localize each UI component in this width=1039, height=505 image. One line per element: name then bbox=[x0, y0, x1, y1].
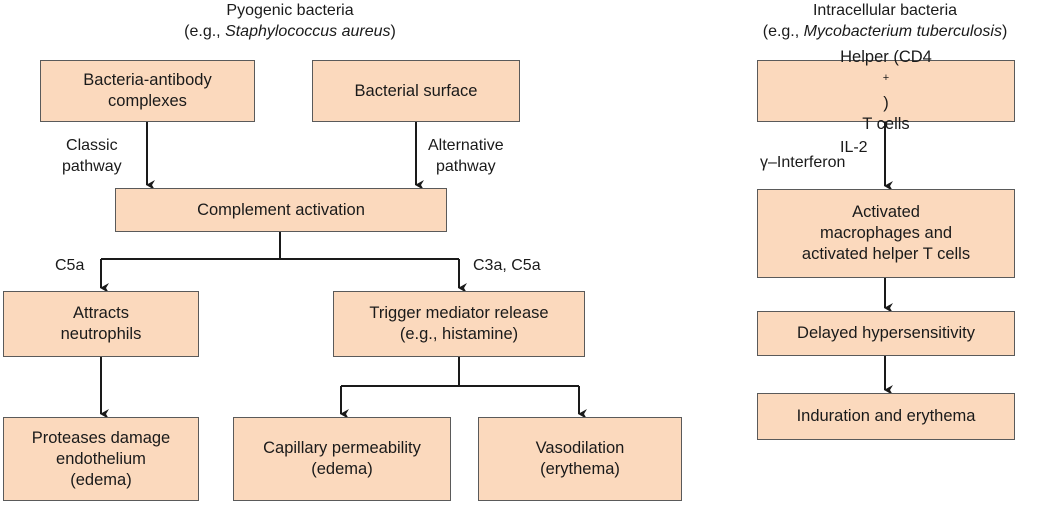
label-gamma-interferon: γ–Interferon bbox=[760, 154, 846, 171]
box-complement-activation: Complement activation bbox=[115, 188, 447, 232]
box-vasodilation: Vasodilation(erythema) bbox=[478, 417, 682, 501]
label-il2: IL-2 bbox=[840, 139, 868, 156]
box-delayed-hypersensitivity: Delayed hypersensitivity bbox=[757, 311, 1015, 356]
label-alternative-pathway: Alternative pathway bbox=[428, 137, 504, 175]
box-capillary-permeability: Capillary permeability(edema) bbox=[233, 417, 451, 501]
box-trigger-mediator: Trigger mediator release(e.g., histamine… bbox=[333, 291, 585, 357]
label-c3a-c5a: C3a, C5a bbox=[473, 257, 541, 274]
box-induration-erythema: Induration and erythema bbox=[757, 393, 1015, 440]
label-c5a: C5a bbox=[55, 257, 85, 274]
right-header-line1: Intracellular bacteria bbox=[812, 2, 958, 19]
right-header-line2: (e.g., Mycobacterium tuberculosis) bbox=[762, 23, 1008, 40]
left-header-line2: (e.g., Staphylococcus aureus) bbox=[184, 23, 396, 40]
left-header: Pyogenic bacteria (e.g., Staphylococcus … bbox=[140, 0, 440, 42]
right-header: Intracellular bacteria (e.g., Mycobacter… bbox=[735, 0, 1035, 42]
label-classic-pathway: Classic pathway bbox=[62, 137, 122, 175]
left-header-line1: Pyogenic bacteria bbox=[226, 2, 354, 19]
box-helper-t-cells: Helper (CD4+) T cells bbox=[757, 48, 1015, 133]
box-bacterial-surface: Bacterial surface bbox=[312, 60, 520, 122]
